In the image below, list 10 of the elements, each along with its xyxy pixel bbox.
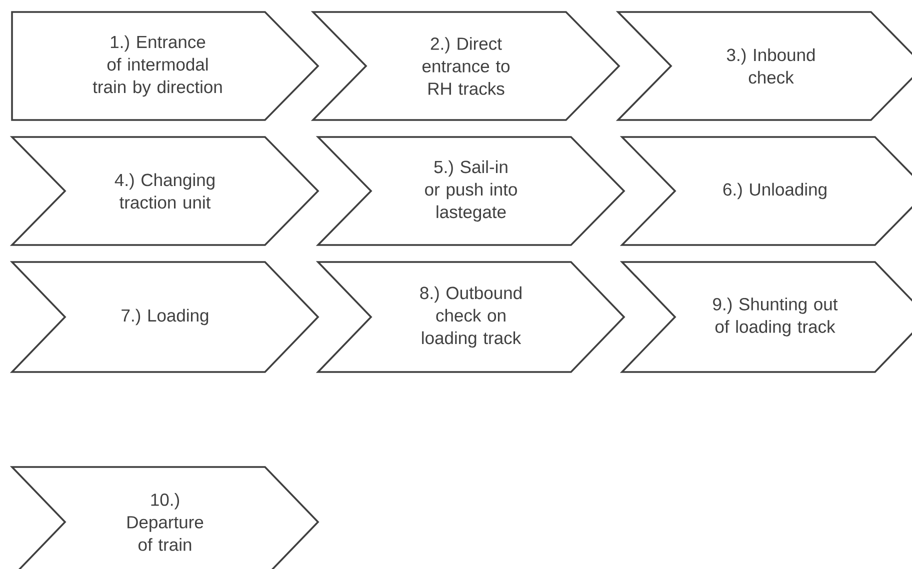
- process-step: 7.) Loading: [10, 261, 320, 373]
- process-step: 8.) Outbound check on loading track: [316, 261, 626, 373]
- process-step: 9.) Shunting out of loading track: [620, 261, 912, 373]
- process-step: 4.) Changing traction unit: [10, 136, 320, 246]
- process-step: 6.) Unloading: [620, 136, 912, 246]
- process-step: 2.) Direct entrance to RH tracks: [310, 11, 620, 121]
- process-step: 1.) Entrance of intermodal train by direction: [11, 11, 320, 121]
- process-step: 5.) Sail-in or push into lastegate: [316, 136, 626, 246]
- process-step: 3.) Inbound check: [616, 11, 912, 121]
- process-step: 10.) Departure of train: [10, 466, 320, 569]
